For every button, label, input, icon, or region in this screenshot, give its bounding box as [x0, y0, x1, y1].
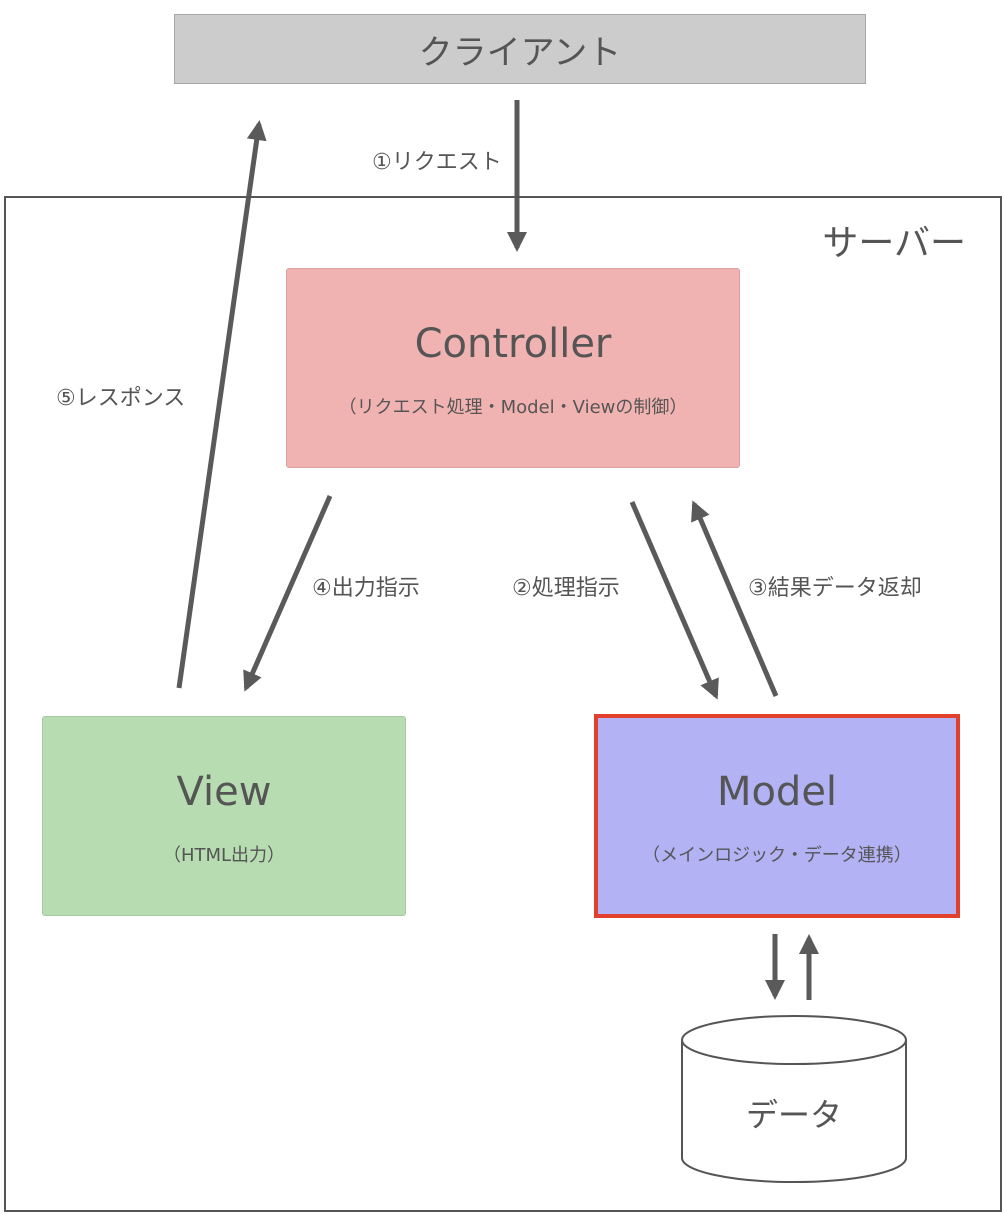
result-label: ③結果データ返却: [748, 576, 922, 601]
process-arrow: [629, 501, 719, 700]
result-arrow: [691, 500, 779, 697]
response-label: ⑤レスポンス: [56, 386, 186, 411]
server-label: サーバー: [822, 223, 966, 264]
data-store-label: データ: [745, 1096, 842, 1134]
client-label: クライアント: [418, 32, 622, 73]
view-box: View （HTML出力）: [42, 716, 406, 916]
database-cylinder-icon: [681, 1015, 907, 1183]
view-subtitle: （HTML出力）: [162, 845, 286, 866]
view-title: View: [176, 769, 272, 815]
model-subtitle: （メインロジック・データ連携）: [642, 845, 912, 866]
server-frame: [4, 196, 1002, 1212]
controller-title: Controller: [414, 321, 612, 367]
request-label: ①リクエスト: [372, 150, 502, 175]
model-title: Model: [716, 769, 838, 815]
output-label: ④出力指示: [312, 576, 420, 601]
output-arrow: [243, 494, 333, 692]
process-label: ②処理指示: [512, 576, 620, 601]
controller-subtitle: （リクエスト処理・Model・Viewの制御）: [338, 397, 688, 418]
client-box: クライアント: [174, 14, 866, 84]
model-box: Model （メインロジック・データ連携）: [594, 714, 960, 918]
controller-box: Controller （リクエスト処理・Model・Viewの制御）: [286, 268, 740, 468]
response-arrow: [176, 120, 267, 689]
